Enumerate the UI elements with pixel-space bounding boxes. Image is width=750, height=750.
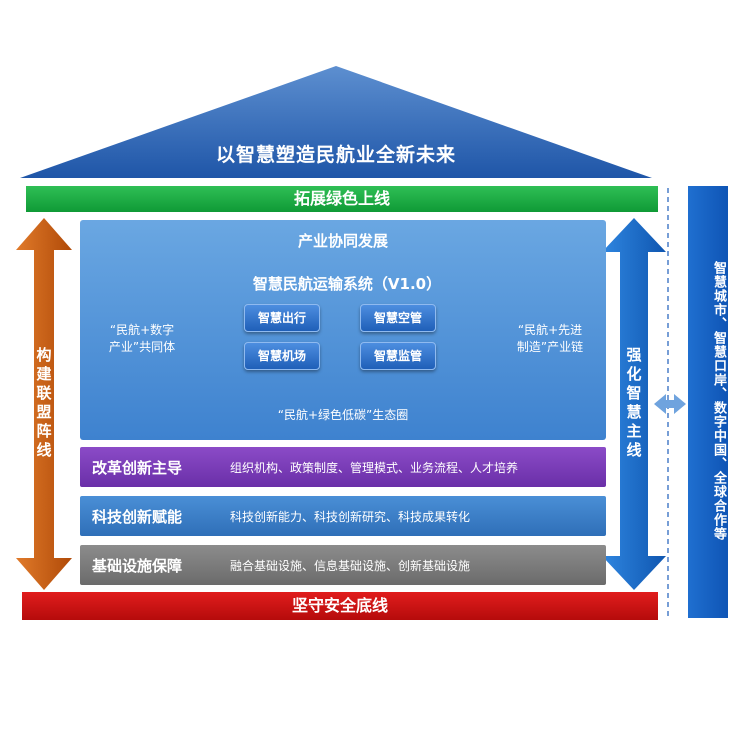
row-reform-title: 改革创新主导 (92, 458, 183, 477)
green-line-bar: 拓展绿色上线 (26, 186, 658, 212)
roof-shape (20, 66, 652, 178)
right-panel (688, 186, 728, 618)
eco-text: “民航+绿色低碳”生态圈 (277, 408, 409, 422)
industry-left-text-content: “民航+数字 产业”共同体 (108, 323, 176, 354)
industry-right-text-content: “民航+先进 制造”产业链 (516, 323, 584, 354)
row-tech: 科技创新赋能 科技创新能力、科技创新研究、科技成果转化 (80, 496, 606, 536)
row-tech-title: 科技创新赋能 (92, 507, 183, 526)
row-infra-title: 基础设施保障 (92, 556, 183, 575)
system-item-airport: 智慧机场 (244, 342, 320, 370)
industry-right-text: “民航+先进 制造”产业链 (500, 322, 600, 356)
system-item-travel: 智慧出行 (244, 304, 320, 332)
right-arrow-label: 强化智慧主线 (626, 346, 642, 459)
row-reform: 改革创新主导 组织机构、政策制度、管理模式、业务流程、人才培养 (80, 447, 606, 487)
system-item-supervision: 智慧监管 (360, 342, 436, 370)
row-infra: 基础设施保障 融合基础设施、信息基础设施、创新基础设施 (80, 545, 606, 585)
row-reform-sub: 组织机构、政策制度、管理模式、业务流程、人才培养 (230, 460, 519, 475)
left-double-arrow (16, 218, 72, 590)
system-item-atc: 智慧空管 (360, 304, 436, 332)
right-panel-label: 智慧城市、智慧口岸、数字中国、全球合作等 (711, 261, 726, 541)
row-infra-sub: 融合基础设施、信息基础设施、创新基础设施 (230, 558, 471, 573)
left-arrow-label: 构建联盟阵线 (36, 346, 52, 459)
roof-title: 以智慧塑造民航业全新未来 (215, 144, 456, 166)
system-title: 智慧民航运输系统（V1.0） (252, 275, 442, 293)
row-tech-sub: 科技创新能力、科技创新研究、科技成果转化 (230, 509, 471, 524)
right-double-arrow (602, 218, 666, 590)
industry-left-text: “民航+数字 产业”共同体 (92, 322, 192, 356)
safety-line-bar: 坚守安全底线 (22, 592, 658, 620)
industry-panel (80, 220, 606, 440)
connector-double-arrow (654, 394, 686, 414)
industry-title: 产业协同发展 (297, 232, 388, 250)
